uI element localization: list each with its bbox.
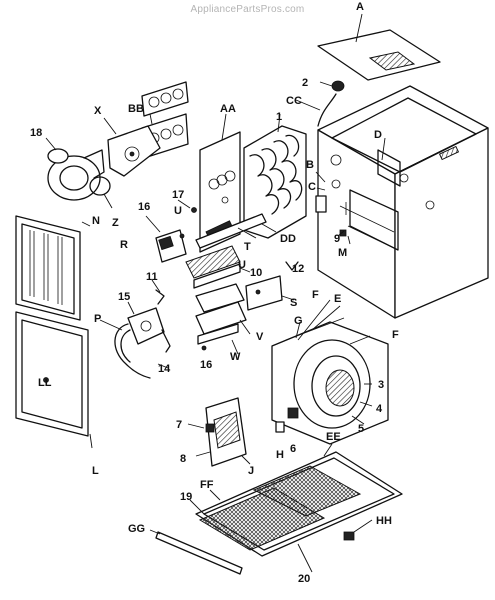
top-panel-icon bbox=[317, 13, 441, 81]
callout-12: 17 bbox=[172, 189, 184, 201]
inducer-motor-icon bbox=[45, 137, 105, 201]
callout-18: 9 bbox=[334, 233, 340, 245]
flame-sensor-icon bbox=[285, 261, 299, 271]
callout-42: H bbox=[276, 449, 284, 461]
blower-housing-icon bbox=[271, 299, 389, 445]
callout-34: 16 bbox=[200, 359, 212, 371]
control-board-icon bbox=[187, 397, 251, 467]
upper-door-icon bbox=[15, 215, 91, 321]
callout-29: P bbox=[94, 313, 101, 325]
callout-16: T bbox=[244, 241, 251, 253]
lower-door-icon bbox=[15, 311, 93, 449]
callout-1: 2 bbox=[302, 77, 308, 89]
capacitor-icon bbox=[275, 407, 299, 433]
callout-7: Z bbox=[112, 217, 119, 229]
heat-exchanger-icon bbox=[243, 113, 307, 239]
callout-11: C bbox=[308, 181, 316, 193]
watermark-text: AppliancePartsPros.com bbox=[190, 4, 305, 15]
callout-9: D bbox=[374, 129, 382, 141]
callout-51: 20 bbox=[298, 573, 310, 585]
callout-41: 6 bbox=[290, 443, 296, 455]
manifold-bracket-icon bbox=[145, 215, 187, 263]
manifold-icon bbox=[195, 213, 277, 249]
callout-4: BB bbox=[128, 103, 144, 115]
limit-switch-icon bbox=[319, 80, 345, 92]
callout-36: LL bbox=[38, 377, 52, 389]
callout-40: 7 bbox=[176, 419, 182, 431]
callout-24: 12 bbox=[292, 263, 304, 275]
burner-assembly-icon bbox=[199, 113, 241, 253]
pressure-switch-icon bbox=[315, 195, 327, 213]
orifice-icon bbox=[151, 279, 165, 305]
callout-22: 10 bbox=[250, 267, 262, 279]
callout-50: GG bbox=[128, 523, 145, 535]
screw-lower-icon bbox=[201, 345, 207, 351]
callout-33: W bbox=[230, 351, 241, 363]
callout-46: EE bbox=[326, 431, 341, 443]
callout-38: 4 bbox=[376, 403, 383, 415]
callout-30: G bbox=[294, 315, 303, 327]
clip-icon bbox=[343, 519, 373, 541]
callout-2: CC bbox=[286, 95, 302, 107]
heat-shield-icon bbox=[245, 275, 295, 311]
callout-20: N bbox=[92, 215, 100, 227]
burner-icon bbox=[185, 245, 251, 289]
callout-8: 1 bbox=[276, 111, 282, 123]
callout-31: F bbox=[392, 329, 399, 341]
callout-43: 8 bbox=[180, 453, 186, 465]
screw-icon bbox=[177, 199, 197, 239]
gas-valve-icon bbox=[99, 301, 171, 379]
callout-45: L bbox=[92, 465, 99, 477]
callout-27: F bbox=[312, 289, 319, 301]
callout-21: 11 bbox=[146, 271, 158, 283]
callout-35: 14 bbox=[158, 363, 171, 375]
callout-49: HH bbox=[376, 515, 392, 527]
callout-48: 19 bbox=[180, 491, 192, 503]
furnace-cabinet-icon bbox=[315, 85, 489, 319]
inducer-plate-icon bbox=[103, 117, 161, 177]
callout-10: B bbox=[306, 159, 314, 171]
filter-rail-icon bbox=[149, 529, 243, 575]
bracket-icon bbox=[195, 283, 251, 355]
callout-19: M bbox=[338, 247, 347, 259]
callout-44: J bbox=[248, 465, 254, 477]
callout-6: 18 bbox=[30, 127, 42, 139]
callout-17: DD bbox=[280, 233, 296, 245]
callout-47: FF bbox=[200, 479, 214, 491]
callout-26: S bbox=[290, 297, 297, 309]
base-leader-icon bbox=[297, 543, 313, 573]
callout-25: 15 bbox=[118, 291, 130, 303]
callout-32: V bbox=[256, 331, 264, 343]
callout-28: E bbox=[334, 293, 341, 305]
callout-39: 5 bbox=[358, 423, 364, 435]
gasket-ring-icon bbox=[89, 176, 113, 209]
callout-15: R bbox=[120, 239, 128, 251]
callout-13: 16 bbox=[138, 201, 150, 213]
filter-icon bbox=[189, 465, 362, 551]
callout-0: A bbox=[356, 1, 364, 13]
wire-icon bbox=[295, 93, 337, 127]
callout-5: X bbox=[94, 105, 102, 117]
callout-23: U bbox=[238, 259, 246, 271]
callout-3: AA bbox=[220, 103, 236, 115]
callout-37: 3 bbox=[378, 379, 384, 391]
callout-14: U bbox=[174, 205, 182, 217]
